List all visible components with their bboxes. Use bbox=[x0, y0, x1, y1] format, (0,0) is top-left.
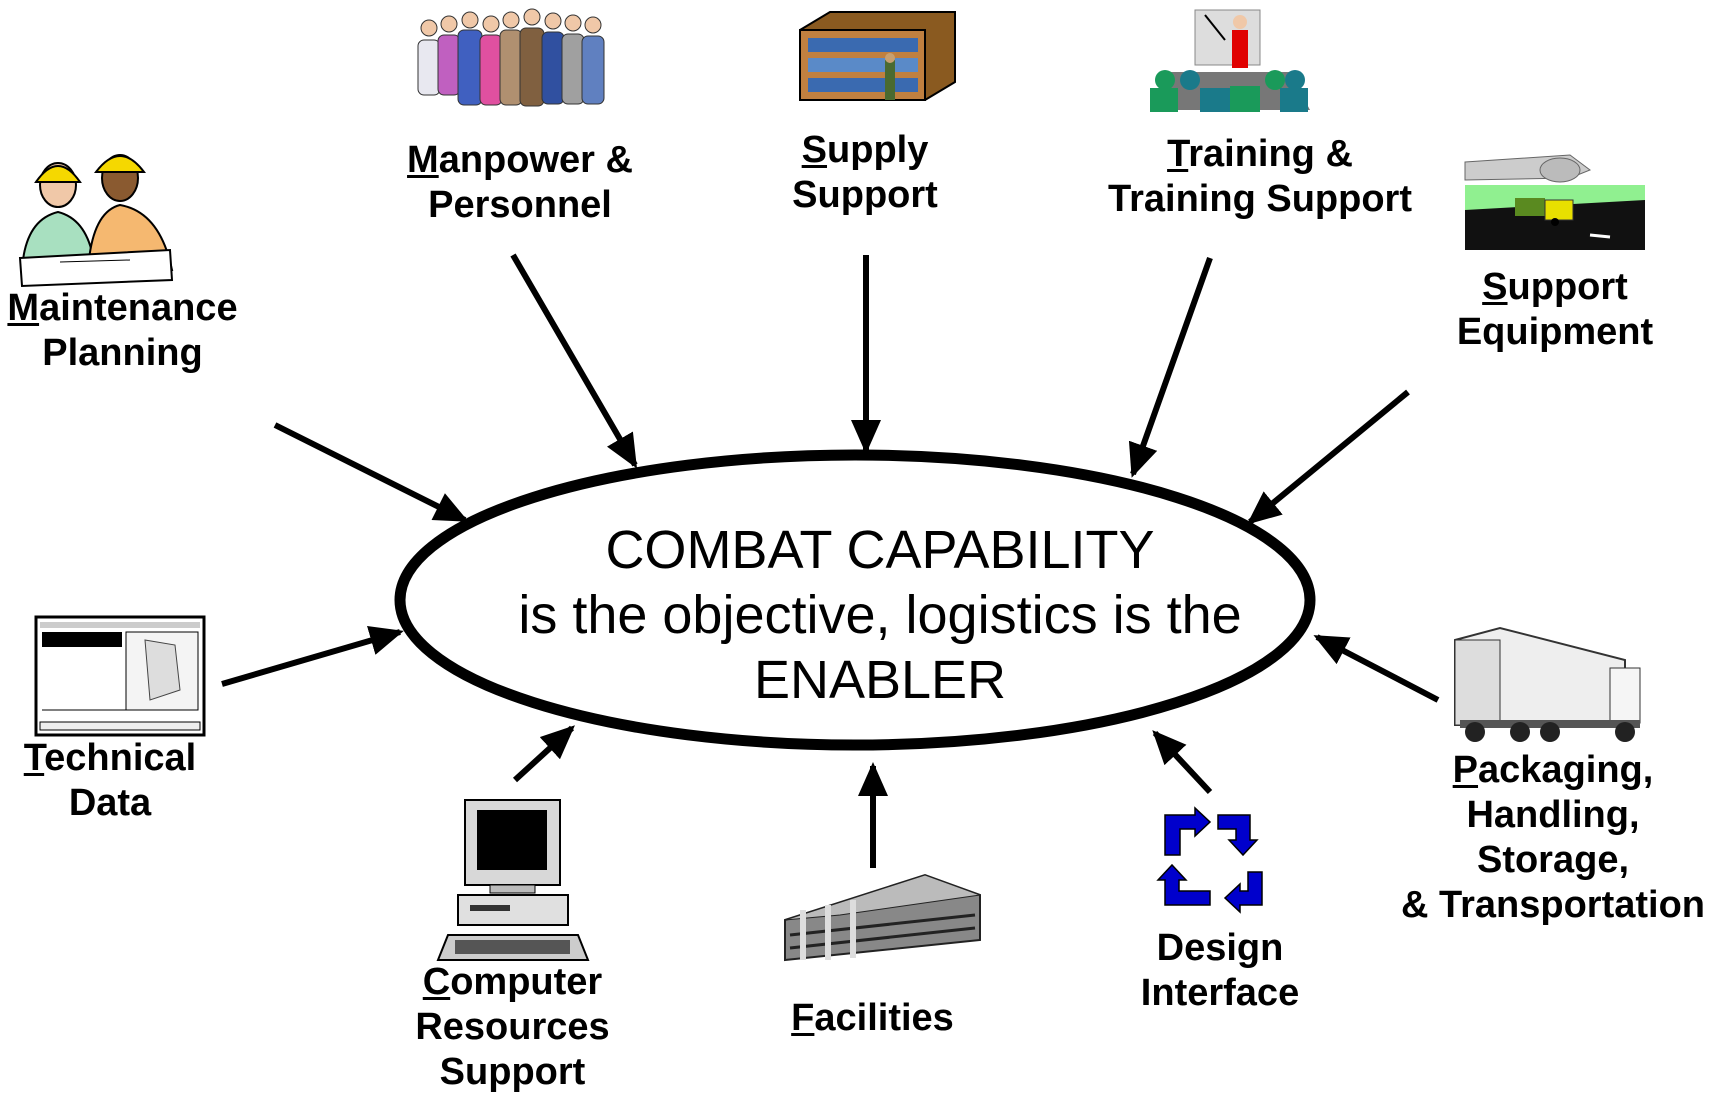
label-line2: Interface bbox=[1140, 972, 1300, 1014]
central-message-line3: ENABLER bbox=[753, 650, 1007, 710]
label-training-support: Training & Training Support bbox=[1100, 132, 1420, 222]
label-line2: Data bbox=[68, 782, 152, 824]
label-computer-resources: Computer Resources Support bbox=[390, 960, 635, 1095]
arrow-training bbox=[1128, 256, 1213, 478]
label-line2: Handling, bbox=[1466, 794, 1640, 836]
central-message: COMBAT CAPABILITY is the objective, logi… bbox=[460, 518, 1300, 713]
label-design-interface: Design Interface bbox=[1110, 926, 1330, 1016]
label-line1-rest: upport bbox=[1507, 266, 1628, 308]
label-line2: Training Support bbox=[1108, 178, 1412, 220]
classroom-instructor-icon bbox=[1150, 9, 1310, 112]
label-initial: T bbox=[1167, 133, 1189, 175]
label-initial: C bbox=[422, 961, 451, 1003]
label-line1-rest: raining & bbox=[1188, 133, 1353, 175]
label-line1-rest: upply bbox=[827, 129, 929, 171]
people-group-icon bbox=[417, 8, 605, 107]
arrow-packaging bbox=[1313, 634, 1440, 703]
label-line2: Resources bbox=[415, 1006, 610, 1048]
central-ellipse bbox=[394, 449, 1316, 751]
label-technical-data: Technical Data bbox=[5, 736, 215, 826]
technical-manual-screen-icon bbox=[34, 615, 206, 737]
label-line3: Storage, bbox=[1476, 839, 1630, 881]
truck-icon bbox=[1454, 626, 1641, 742]
label-initial: S bbox=[801, 129, 828, 171]
label-line1-rest: aintenance bbox=[39, 287, 238, 329]
arrow-support-equipment bbox=[1246, 389, 1410, 525]
label-line1-rest: ackaging, bbox=[1478, 749, 1654, 791]
label-line1: Design bbox=[1156, 927, 1284, 969]
label-line1-rest: anpower & bbox=[438, 139, 633, 181]
computer-icon bbox=[436, 799, 590, 961]
label-line1-rest: echnical bbox=[44, 737, 197, 779]
arrow-technical-data bbox=[221, 626, 404, 687]
label-line2: Equipment bbox=[1456, 311, 1654, 353]
label-supply-support: Supply Support bbox=[770, 128, 960, 218]
central-message-line2: is the objective, logistics is the bbox=[518, 585, 1242, 645]
label-line2: Personnel bbox=[428, 184, 612, 226]
label-line1-rest: acilities bbox=[814, 997, 954, 1039]
label-line2: Support bbox=[792, 174, 938, 216]
cycle-arrows-icon bbox=[1156, 806, 1263, 914]
label-packaging-handling: Packaging, Handling, Storage, & Transpor… bbox=[1395, 748, 1711, 928]
supply-shelves-icon bbox=[799, 11, 956, 101]
label-initial: M bbox=[407, 139, 439, 181]
label-support-equipment: Support Equipment bbox=[1440, 265, 1670, 355]
label-facilities: Facilities bbox=[760, 996, 985, 1041]
label-initial: M bbox=[7, 287, 40, 329]
arrow-maintenance bbox=[273, 422, 469, 523]
label-line2: Planning bbox=[42, 332, 203, 374]
label-line3: Support bbox=[439, 1051, 586, 1093]
label-initial: T bbox=[23, 737, 45, 779]
label-initial: P bbox=[1452, 749, 1479, 791]
arrow-manpower bbox=[510, 253, 638, 469]
label-line4: & Transportation bbox=[1400, 884, 1706, 926]
arrow-computer bbox=[512, 725, 575, 783]
label-manpower-personnel: Manpower & Personnel bbox=[380, 138, 660, 228]
building-icon bbox=[784, 873, 981, 962]
label-initial: S bbox=[1482, 266, 1508, 308]
arrow-design bbox=[1152, 730, 1213, 795]
central-message-line1: COMBAT CAPABILITY bbox=[605, 520, 1155, 580]
maintenance-workers-icon bbox=[18, 154, 174, 288]
label-initial: F bbox=[791, 997, 815, 1039]
label-line1-rest: omputer bbox=[450, 961, 603, 1003]
aircraft-tug-icon bbox=[1464, 154, 1645, 250]
label-maintenance-planning: Maintenance Planning bbox=[0, 286, 245, 376]
